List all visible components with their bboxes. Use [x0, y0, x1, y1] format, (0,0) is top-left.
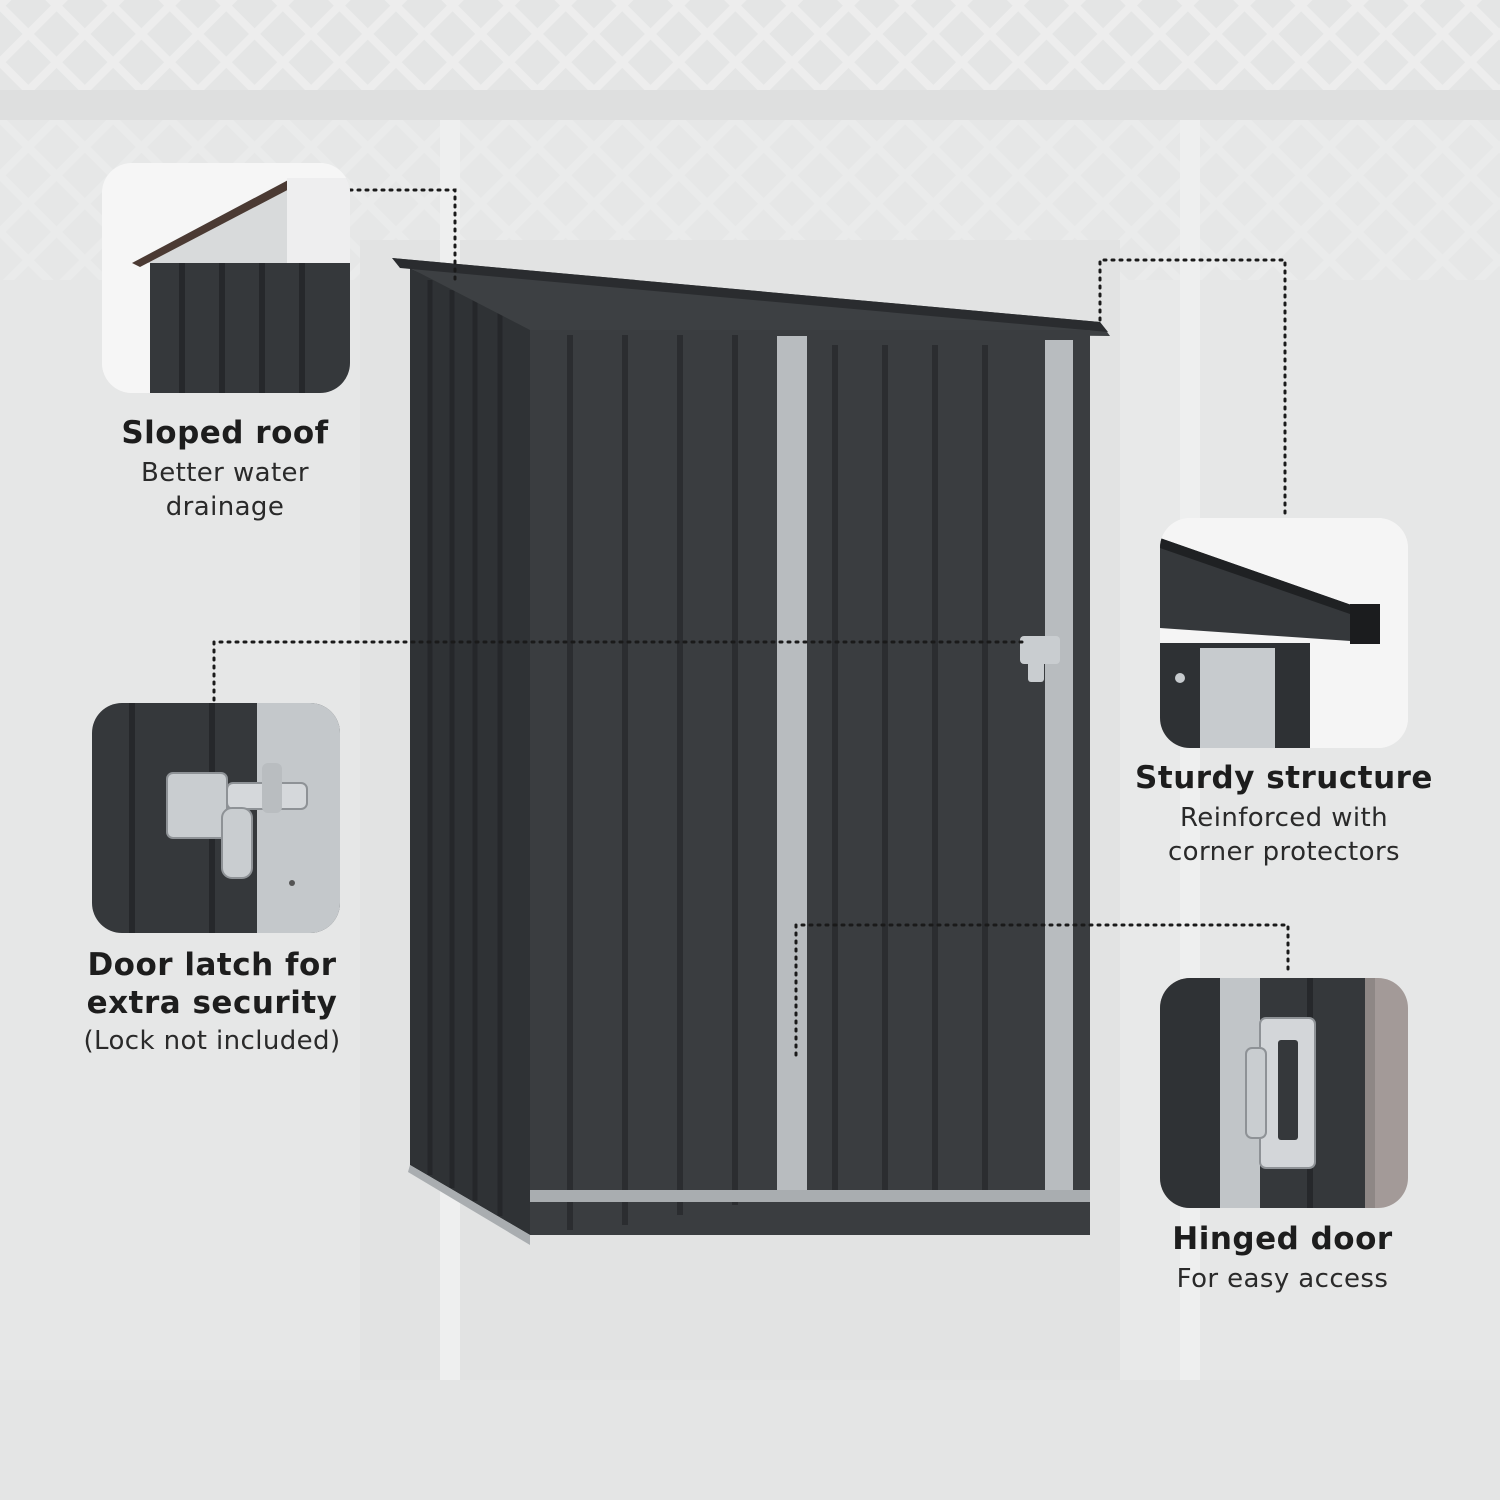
hinged-door-feature: Hinged door For easy access	[1130, 1220, 1435, 1296]
hinged-door-desc: For easy access	[1176, 1264, 1389, 1294]
sloped-roof-closeup-icon	[102, 163, 350, 393]
roof-connector-line	[348, 188, 457, 282]
shed-front-panel	[530, 330, 1090, 1235]
door-latch-note: (Lock not included)	[83, 1026, 341, 1056]
door-right-trim	[1045, 340, 1073, 1190]
shed-latch	[1020, 636, 1060, 682]
hinge-connector-line	[794, 923, 1290, 1057]
sturdy-structure-feature: Sturdy structure Reinforced with corner …	[1135, 759, 1433, 869]
corner-protector-closeup-icon	[1160, 518, 1408, 748]
hinged-door-title: Hinged door	[1172, 1221, 1393, 1257]
door-latch-title: Door latch for extra security	[86, 947, 338, 1021]
sloped-roof-card	[102, 163, 350, 393]
sturdy-structure-title: Sturdy structure	[1135, 760, 1433, 796]
sloped-roof-feature: Sloped roof Better water drainage	[100, 414, 350, 524]
latch-connector-line	[212, 640, 1027, 702]
sloped-roof-title: Sloped roof	[121, 415, 329, 451]
corner-connector-line	[1098, 258, 1287, 517]
door-latch-feature: Door latch for extra security (Lock not …	[62, 946, 362, 1058]
door-latch-card	[92, 703, 340, 933]
sturdy-structure-card	[1160, 518, 1408, 748]
hinged-door-card	[1160, 978, 1408, 1208]
sloped-roof-desc: Better water drainage	[140, 458, 310, 522]
sturdy-structure-desc: Reinforced with corner protectors	[1167, 803, 1400, 867]
door-latch-closeup-icon	[92, 703, 340, 933]
door-hinge-closeup-icon	[1160, 978, 1408, 1208]
shed-base	[408, 1165, 530, 1245]
door-center-trim	[777, 336, 807, 1196]
